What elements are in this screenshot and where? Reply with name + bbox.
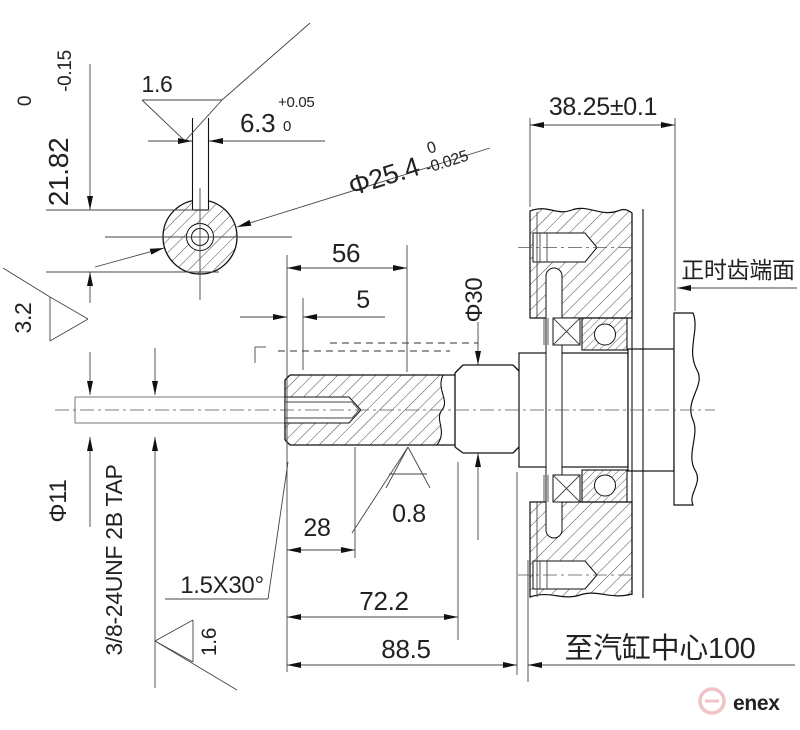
roughness-symbol-thread: 1.6 — [154, 619, 238, 691]
watermark: enex — [698, 687, 781, 715]
dim-56-value: 56 — [332, 238, 360, 268]
watermark-text: enex — [733, 692, 780, 715]
extension-lines — [286, 118, 676, 682]
cylinder-center-label: 至汽缸中心100 — [565, 632, 756, 665]
dim-56: 56 — [287, 238, 407, 271]
watermark-logo-icon — [698, 687, 726, 715]
dim-3825-value: 38.25±0.1 — [549, 93, 657, 121]
dim-dia11-value: Φ11 — [45, 479, 72, 522]
dim-chamfer: 1.5X30° — [165, 461, 289, 600]
dim-shaft-diameter: Φ25.4 0 -0.025 — [236, 139, 491, 228]
crankcase-upper-wall — [529, 207, 633, 319]
dim-cylinder-center: 至汽缸中心100 — [528, 632, 795, 668]
keyway-width-value: 6.3 — [240, 108, 275, 138]
dim-dia11: Φ11 — [45, 352, 93, 527]
dim-thread: 3/8-24UNF 2B TAP — [101, 348, 158, 688]
roughness-thread-value: 1.6 — [198, 628, 221, 656]
shaft-dia-value: Φ25.4 — [345, 151, 424, 202]
keyway-height-value: 21.82 — [43, 138, 74, 207]
shaft-body — [254, 342, 479, 446]
keyway-height-tol-upper: 0 — [15, 96, 36, 106]
dim-5: 5 — [240, 286, 385, 320]
dim-28: 28 — [287, 514, 355, 553]
keyway-width-tol-upper: +0.05 — [278, 94, 314, 111]
chamfer-value: 1.5X30° — [180, 572, 264, 599]
roughness-symbol-journal: 0.8 — [351, 446, 431, 534]
oil-seal-top — [543, 317, 581, 346]
shaft-dia-tol-upper: 0 — [425, 139, 439, 158]
thread-callout: 3/8-24UNF 2B TAP — [101, 464, 127, 655]
timing-gear — [673, 312, 700, 506]
dim-keyway-width: 6.3 +0.05 0 — [148, 94, 325, 144]
roughness-keyway-value: 1.6 — [141, 71, 172, 97]
dim-72: 72.2 — [287, 586, 458, 620]
roughness-symbol-outer: 3.2 — [2, 267, 89, 342]
dim-keyway-height: 21.82 0 -0.15 — [15, 50, 219, 303]
roughness-symbol-keyway: 1.6 — [141, 22, 311, 142]
timing-face-label: 正时齿端面 — [681, 257, 795, 283]
timing-face-callout: 正时齿端面 — [677, 257, 797, 291]
dim-88-value: 88.5 — [381, 634, 430, 664]
oil-seal-bottom — [543, 474, 581, 503]
roughness-journal-value: 0.8 — [392, 500, 426, 528]
ball-bearing-bottom — [581, 469, 628, 503]
centerlines — [55, 247, 715, 576]
roughness-outer-value: 3.2 — [10, 302, 36, 333]
crankcase-inner-edges — [536, 209, 644, 598]
keyway-end-view — [105, 118, 292, 300]
dim-88: 88.5 — [287, 634, 517, 668]
ball-bearing-top — [581, 317, 628, 351]
dim-72-value: 72.2 — [359, 586, 408, 616]
dim-3825: 38.25±0.1 — [530, 93, 675, 128]
case-bolt-bottom — [532, 560, 598, 590]
shaft-step-dia30 — [454, 364, 520, 454]
case-bolt-top — [532, 232, 598, 263]
dim-28-value: 28 — [303, 514, 330, 542]
dim-5-value: 5 — [356, 286, 370, 314]
dim-dia30-value: Φ30 — [461, 278, 488, 323]
keyway-height-tol-lower: -0.15 — [55, 50, 76, 92]
dim-dia30: Φ30 — [461, 278, 488, 540]
keyway-width-tol-lower: 0 — [283, 118, 291, 135]
